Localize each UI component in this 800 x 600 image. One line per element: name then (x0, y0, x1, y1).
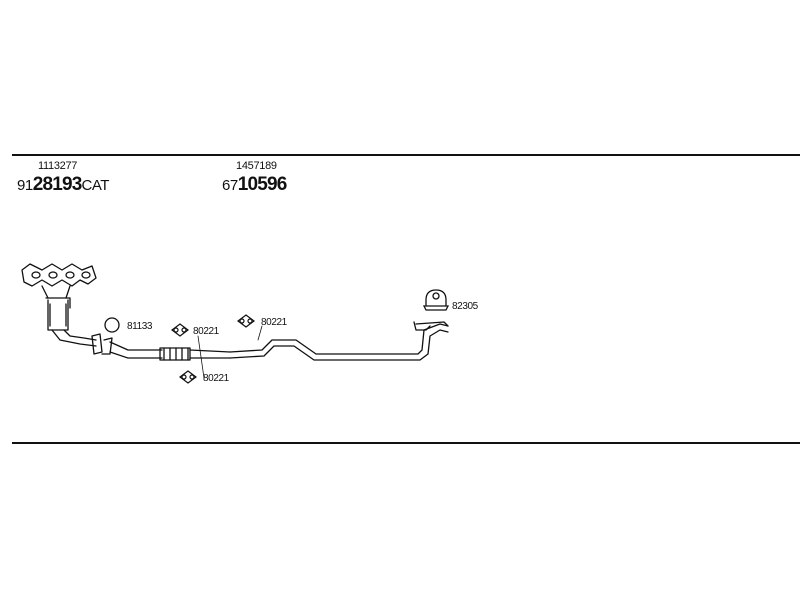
part-1-ref: 1113277 (38, 160, 78, 172)
part-1-number: 9128193CAT (17, 174, 109, 196)
exhaust-manifold-catalyst (21, 263, 103, 355)
part-2-prefix: 67 (222, 177, 238, 194)
gasket-callout-1: 80221 (193, 326, 219, 337)
front-pipe (101, 337, 231, 361)
part-2-ref: 1457189 (236, 160, 277, 172)
clamp-callout: 82305 (452, 301, 478, 312)
part-1-suffix: CAT (81, 177, 110, 194)
rear-pipe (229, 321, 449, 361)
sealing-ring-icon (104, 317, 120, 333)
part-1-prefix: 91 (17, 177, 33, 194)
gasket-callout-3: 80221 (203, 373, 229, 384)
part-2-number: 6710596 (222, 174, 287, 196)
gasket-icon (237, 314, 255, 328)
part-2-main: 10596 (237, 174, 288, 195)
ring-callout: 81133 (127, 321, 153, 332)
part-1-main: 28193 (32, 174, 83, 195)
top-divider (12, 154, 800, 156)
gasket-icon (171, 323, 189, 337)
bottom-divider (12, 442, 800, 444)
u-bolt-clamp-icon (422, 289, 450, 311)
gasket-callout-2: 80221 (261, 317, 287, 328)
gasket-icon (179, 370, 197, 384)
